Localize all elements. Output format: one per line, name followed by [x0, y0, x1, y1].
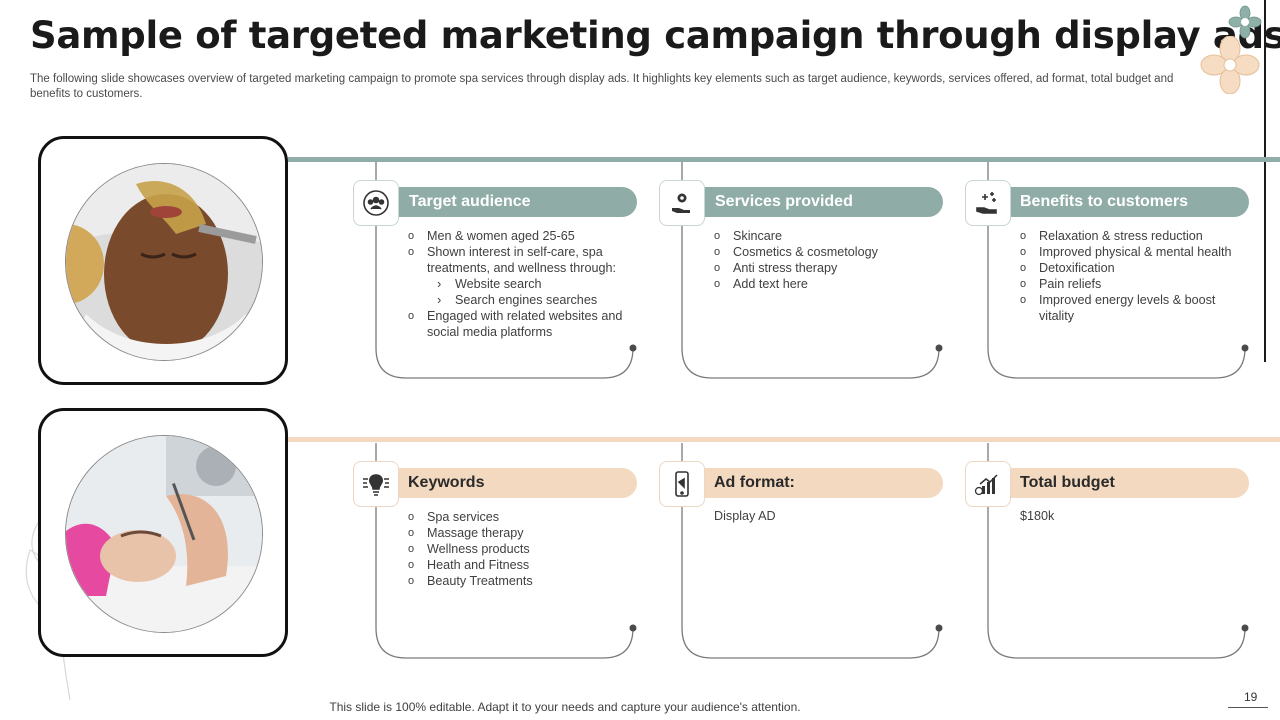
list-item: Pain reliefs: [1020, 276, 1234, 292]
teal-band: [288, 157, 1280, 162]
page-number-rule: [1228, 707, 1268, 708]
list-item: Relaxation & stress reduction: [1020, 228, 1234, 244]
list-subitem: Search engines searches: [408, 292, 628, 308]
right-edge-rule: [1264, 0, 1266, 362]
peach-flower-icon: [1200, 36, 1260, 94]
budget-chart-icon: [965, 461, 1011, 507]
pill-benefits-to-customers: Benefits to customers: [981, 187, 1249, 217]
people-group-icon: [353, 180, 399, 226]
list-item: Cosmetics & cosmetology: [714, 244, 944, 260]
list-item: Beauty Treatments: [408, 573, 638, 589]
list-item: Shown interest in self-care, spa treatme…: [408, 244, 628, 276]
mobile-ad-icon: [659, 461, 705, 507]
list-item: Engaged with related websites and social…: [408, 308, 628, 340]
spa-facial-mask-photo: [65, 163, 263, 361]
list-item: Massage therapy: [408, 525, 638, 541]
slide-title: Sample of targeted marketing campaign th…: [30, 14, 1280, 57]
card-heading: Ad format:: [714, 474, 795, 491]
list-item: Spa services: [408, 509, 638, 525]
list-item: Skincare: [714, 228, 944, 244]
services-provided-list: Skincare Cosmetics & cosmetology Anti st…: [714, 228, 944, 292]
card-heading: Target audience: [409, 193, 531, 210]
card-heading: Keywords: [408, 474, 485, 491]
list-subitem: Website search: [408, 276, 628, 292]
pill-services-provided: Services provided: [675, 187, 943, 217]
list-item: Wellness products: [408, 541, 638, 557]
list-item: Men & women aged 25-65: [408, 228, 628, 244]
slide-subtitle: The following slide showcases overview o…: [30, 73, 1174, 100]
sand-band: [288, 437, 1280, 442]
benefits-list: Relaxation & stress reduction Improved p…: [1020, 228, 1234, 324]
photo-frame-bottom: [38, 408, 288, 657]
target-audience-list: Men & women aged 25-65 Shown interest in…: [408, 228, 628, 340]
page-number: 19: [1244, 690, 1258, 704]
list-item: Improved physical & mental health: [1020, 244, 1234, 260]
list-item: Anti stress therapy: [714, 260, 944, 276]
ad-format-value: Display AD: [714, 509, 776, 523]
list-item: Add text here: [714, 276, 944, 292]
pill-total-budget: Total budget: [981, 468, 1249, 498]
hand-sparkle-icon: [965, 180, 1011, 226]
total-budget-value: $180k: [1020, 509, 1055, 523]
pill-keywords: Keywords: [369, 468, 637, 498]
photo-frame-top: [38, 136, 288, 385]
hand-gear-icon: [659, 180, 705, 226]
pill-target-audience: Target audience: [369, 187, 637, 217]
card-heading: Total budget: [1020, 474, 1115, 491]
teal-flower-icon: [1228, 5, 1262, 39]
card-heading: Benefits to customers: [1020, 193, 1189, 210]
list-item: Improved energy levels & boost vitality: [1020, 292, 1234, 324]
pill-ad-format: Ad format:: [675, 468, 943, 498]
card-heading: Services provided: [715, 193, 853, 210]
list-item: Detoxification: [1020, 260, 1234, 276]
list-item: Heath and Fitness: [408, 557, 638, 573]
lightbulb-idea-icon: [353, 461, 399, 507]
keywords-list: Spa services Massage therapy Wellness pr…: [408, 509, 638, 589]
slide-footer: This slide is 100% editable. Adapt it to…: [329, 700, 801, 714]
